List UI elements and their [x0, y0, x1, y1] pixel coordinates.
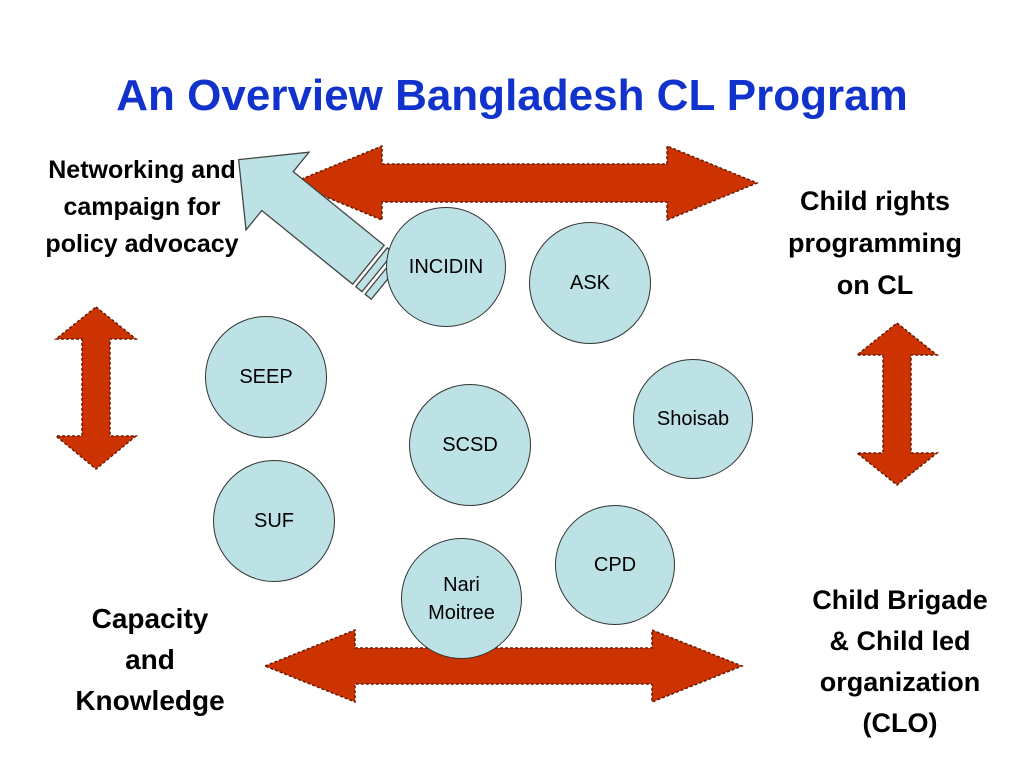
org-circle-incidin: INCIDIN [386, 207, 506, 327]
org-label: Shoisab [656, 408, 730, 430]
org-label: CPD [593, 554, 637, 576]
org-label: SEEP [239, 366, 293, 388]
org-circle-suf: SUF [213, 460, 335, 582]
org-circle-ask: ASK [529, 222, 651, 344]
org-circle-shoisab: Shoisab [633, 359, 753, 479]
label-line: campaign for [63, 193, 221, 221]
label-line: Networking and [48, 156, 236, 184]
org-label: Moitree [428, 601, 495, 624]
label-line: Child Brigade [812, 585, 988, 615]
org-circle-scsd: SCSD [409, 384, 531, 506]
label-line: (CLO) [862, 708, 938, 738]
org-label: SCSD [442, 434, 498, 456]
left-double-arrow [53, 306, 139, 470]
label-line: & Child led [829, 626, 971, 656]
page-title: An Overview Bangladesh CL Program [116, 71, 908, 120]
label-child-rights: Child rights programming on CL [745, 180, 1005, 306]
label-child-brigade: Child Brigade & Child led organization (… [775, 580, 1024, 744]
org-label: SUF [254, 510, 294, 532]
label-networking-campaign: Networking and campaign for policy advoc… [12, 152, 272, 263]
label-line: Knowledge [75, 685, 225, 716]
label-line: organization [819, 667, 981, 697]
bottom-double-arrow [262, 628, 745, 704]
label-line: Child rights [800, 186, 950, 216]
right-double-arrow [854, 322, 940, 486]
org-circle-seep: SEEP [205, 316, 327, 438]
org-circle-cpd: CPD [555, 505, 675, 625]
org-circle-nari-moitree: Nari Moitree [401, 538, 522, 659]
pointer-arrow [237, 151, 404, 301]
org-label: Nari [443, 573, 480, 596]
label-line: Capacity [91, 603, 209, 634]
org-label: ASK [569, 272, 611, 294]
label-capacity-knowledge: Capacity and Knowledge [40, 598, 260, 721]
label-line: programming [787, 228, 962, 258]
label-line: and [125, 644, 175, 675]
top-double-arrow [290, 144, 759, 222]
label-line: policy advocacy [45, 230, 239, 258]
org-label: INCIDIN [408, 256, 484, 278]
label-line: on CL [836, 270, 914, 300]
